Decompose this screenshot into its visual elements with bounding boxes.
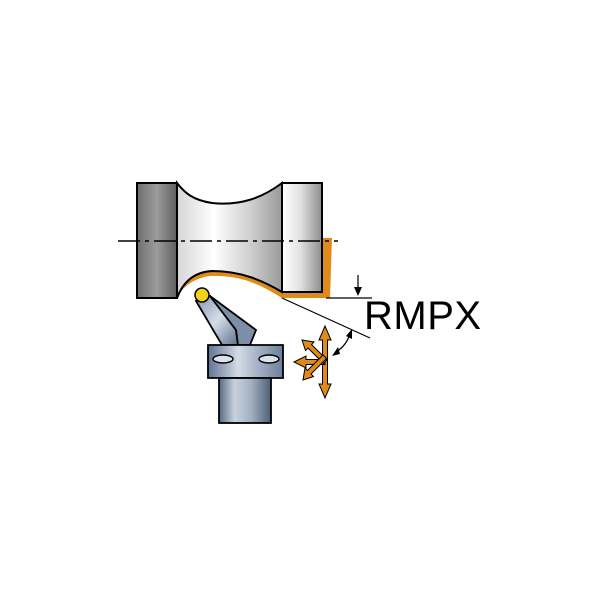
workpiece-end xyxy=(281,182,323,293)
angle-arc-icon xyxy=(332,329,352,356)
round-insert xyxy=(194,287,210,303)
tool-code-label: RMPX xyxy=(364,294,482,338)
dimension-line-angle xyxy=(281,297,371,339)
clamp-screw-right xyxy=(258,354,280,364)
clamp-screw-left xyxy=(212,354,234,364)
holder-clamp-body xyxy=(207,344,284,379)
dimension-arrow-head xyxy=(354,287,362,296)
holder-shank xyxy=(218,377,272,424)
feed-direction-arrows-icon xyxy=(292,324,332,400)
